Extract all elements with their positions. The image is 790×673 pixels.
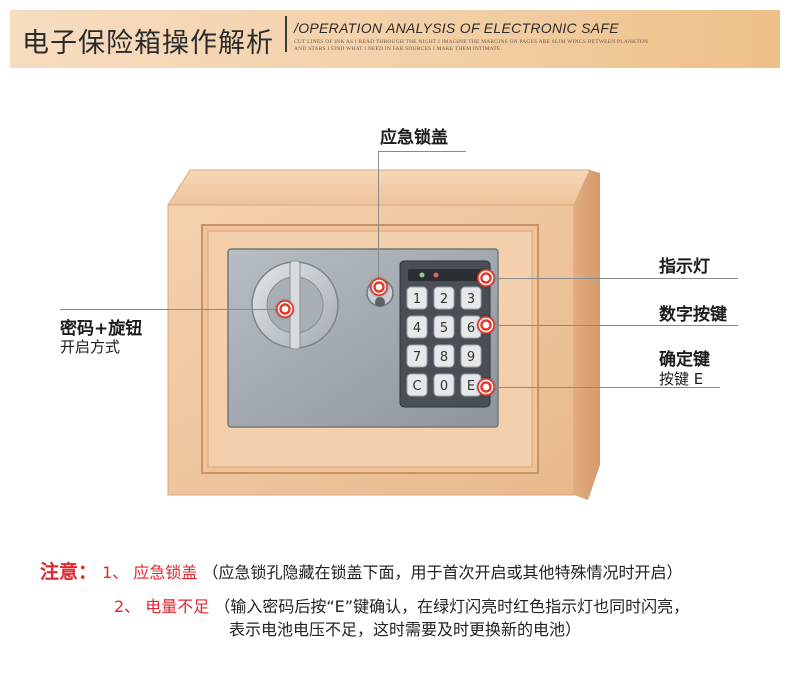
note-2-index: 2、 xyxy=(114,597,141,616)
note-1-title: 应急锁盖 xyxy=(133,563,198,582)
label-password-knob-sub: 开启方式 xyxy=(60,338,121,356)
leader-line xyxy=(378,151,379,278)
keypad-key-7 xyxy=(406,344,428,368)
keypad-key-label: 4 xyxy=(413,321,421,336)
keypad-key-4 xyxy=(406,315,428,339)
leader-line xyxy=(494,387,720,388)
keypad-key-9 xyxy=(460,344,482,368)
keypad-keys: 1 2 3 4 5 6 7 8 9C 0 E xyxy=(406,286,482,397)
note-2-title: 电量不足 xyxy=(145,597,210,616)
marker-number-keys xyxy=(477,316,495,334)
keypad-key-label: E xyxy=(467,379,475,394)
keypad-key-label: 1 xyxy=(413,292,421,307)
keypad-key-label: 9 xyxy=(467,350,475,365)
note-1-text: （应急锁孔隐藏在锁盖下面，用于首次开启或其他特殊情况时开启） xyxy=(202,563,683,582)
label-password-knob: 密码+旋钮 xyxy=(60,319,143,339)
label-confirm-key-sub: 按键 E xyxy=(659,370,704,388)
header-banner xyxy=(10,10,780,68)
keypad-key-3 xyxy=(460,286,482,310)
keypad-key-label: 0 xyxy=(440,379,448,394)
label-indicator-light: 指示灯 xyxy=(659,257,710,277)
keypad-key-label: 8 xyxy=(440,350,448,365)
note-line-2: 2、 电量不足 （输入密码后按“E”键确认，在绿灯闪亮时红色指示灯也同时闪亮， xyxy=(114,593,689,617)
note-2-text: （输入密码后按“E”键确认，在绿灯闪亮时红色指示灯也同时闪亮， xyxy=(214,597,690,616)
keypad-key-label: 6 xyxy=(467,321,475,336)
marker-indicator-light xyxy=(477,269,495,287)
label-confirm-key: 确定键 xyxy=(659,350,710,370)
keypad-key-8 xyxy=(433,344,455,368)
note-line-1: 注意： 1、 应急锁盖 （应急锁孔隐藏在锁盖下面，用于首次开启或其他特殊情况时开… xyxy=(40,557,683,584)
leader-line xyxy=(378,151,466,152)
note-heading: 注意： xyxy=(40,561,98,583)
note-1-index: 1、 xyxy=(102,563,129,582)
keypad-key-label: 7 xyxy=(413,350,421,365)
leader-line xyxy=(494,325,738,326)
leader-line xyxy=(494,278,738,279)
note-2-text-line2: 表示电池电压不足，这时需要及时更换新的电池） xyxy=(229,620,582,639)
keypad-key-5 xyxy=(433,315,455,339)
marker-emergency-lock xyxy=(370,278,388,296)
title-divider xyxy=(285,16,287,52)
header-fine-print-1: CUT LINES OF INK AS I READ THROUGH THE N… xyxy=(294,39,649,45)
marker-confirm-key xyxy=(477,378,495,396)
keypad-key-label: C xyxy=(412,379,421,394)
keypad-key-label: 2 xyxy=(440,292,448,307)
keypad-key-0 xyxy=(433,373,455,397)
keypad-key-label: 5 xyxy=(440,321,448,336)
keypad-key-2 xyxy=(433,286,455,310)
safe-illustration: 1 2 3 4 5 6 7 8 9C 0 E xyxy=(167,169,600,500)
marker-knob xyxy=(276,300,294,318)
keypad-key-label: 3 xyxy=(467,292,475,307)
label-number-keys: 数字按键 xyxy=(659,305,727,325)
keypad-key-1 xyxy=(406,286,428,310)
label-emergency-cover: 应急锁盖 xyxy=(380,128,448,148)
keypad-key-C xyxy=(406,373,428,397)
leader-line xyxy=(60,309,278,310)
page-title: 电子保险箱操作解析 xyxy=(22,28,274,59)
page-subtitle: /OPERATION ANALYSIS OF ELECTRONIC SAFE xyxy=(294,20,619,36)
header-fine-print-2: AND STARS I FIND WHAT I NEED IN FAR SOUR… xyxy=(294,46,501,52)
